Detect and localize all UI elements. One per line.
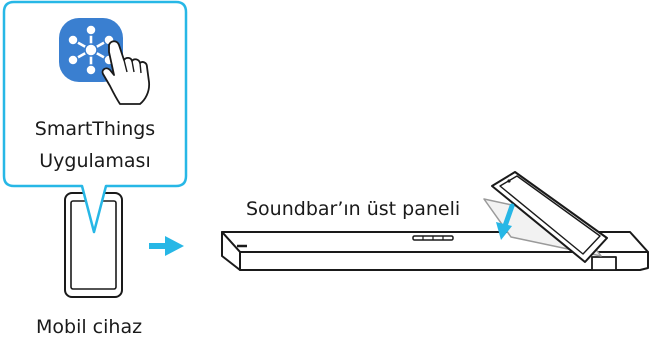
down-arrow-icon — [496, 203, 515, 240]
tapping-hand-icon — [101, 40, 151, 105]
soundbar-top-panel-label: Soundbar’ın üst paneli — [246, 198, 461, 220]
mobile-device-illustration — [64, 192, 123, 298]
phone-on-soundbar-illustration — [483, 171, 608, 263]
callout-bubble — [2, 0, 188, 234]
smartthings-app-icon — [59, 18, 123, 82]
app-name-line1: SmartThings — [34, 118, 156, 140]
mobile-device-label: Mobil cihaz — [36, 316, 143, 338]
right-arrow-icon — [149, 236, 184, 256]
app-name-line2: Uygulaması — [39, 150, 151, 172]
